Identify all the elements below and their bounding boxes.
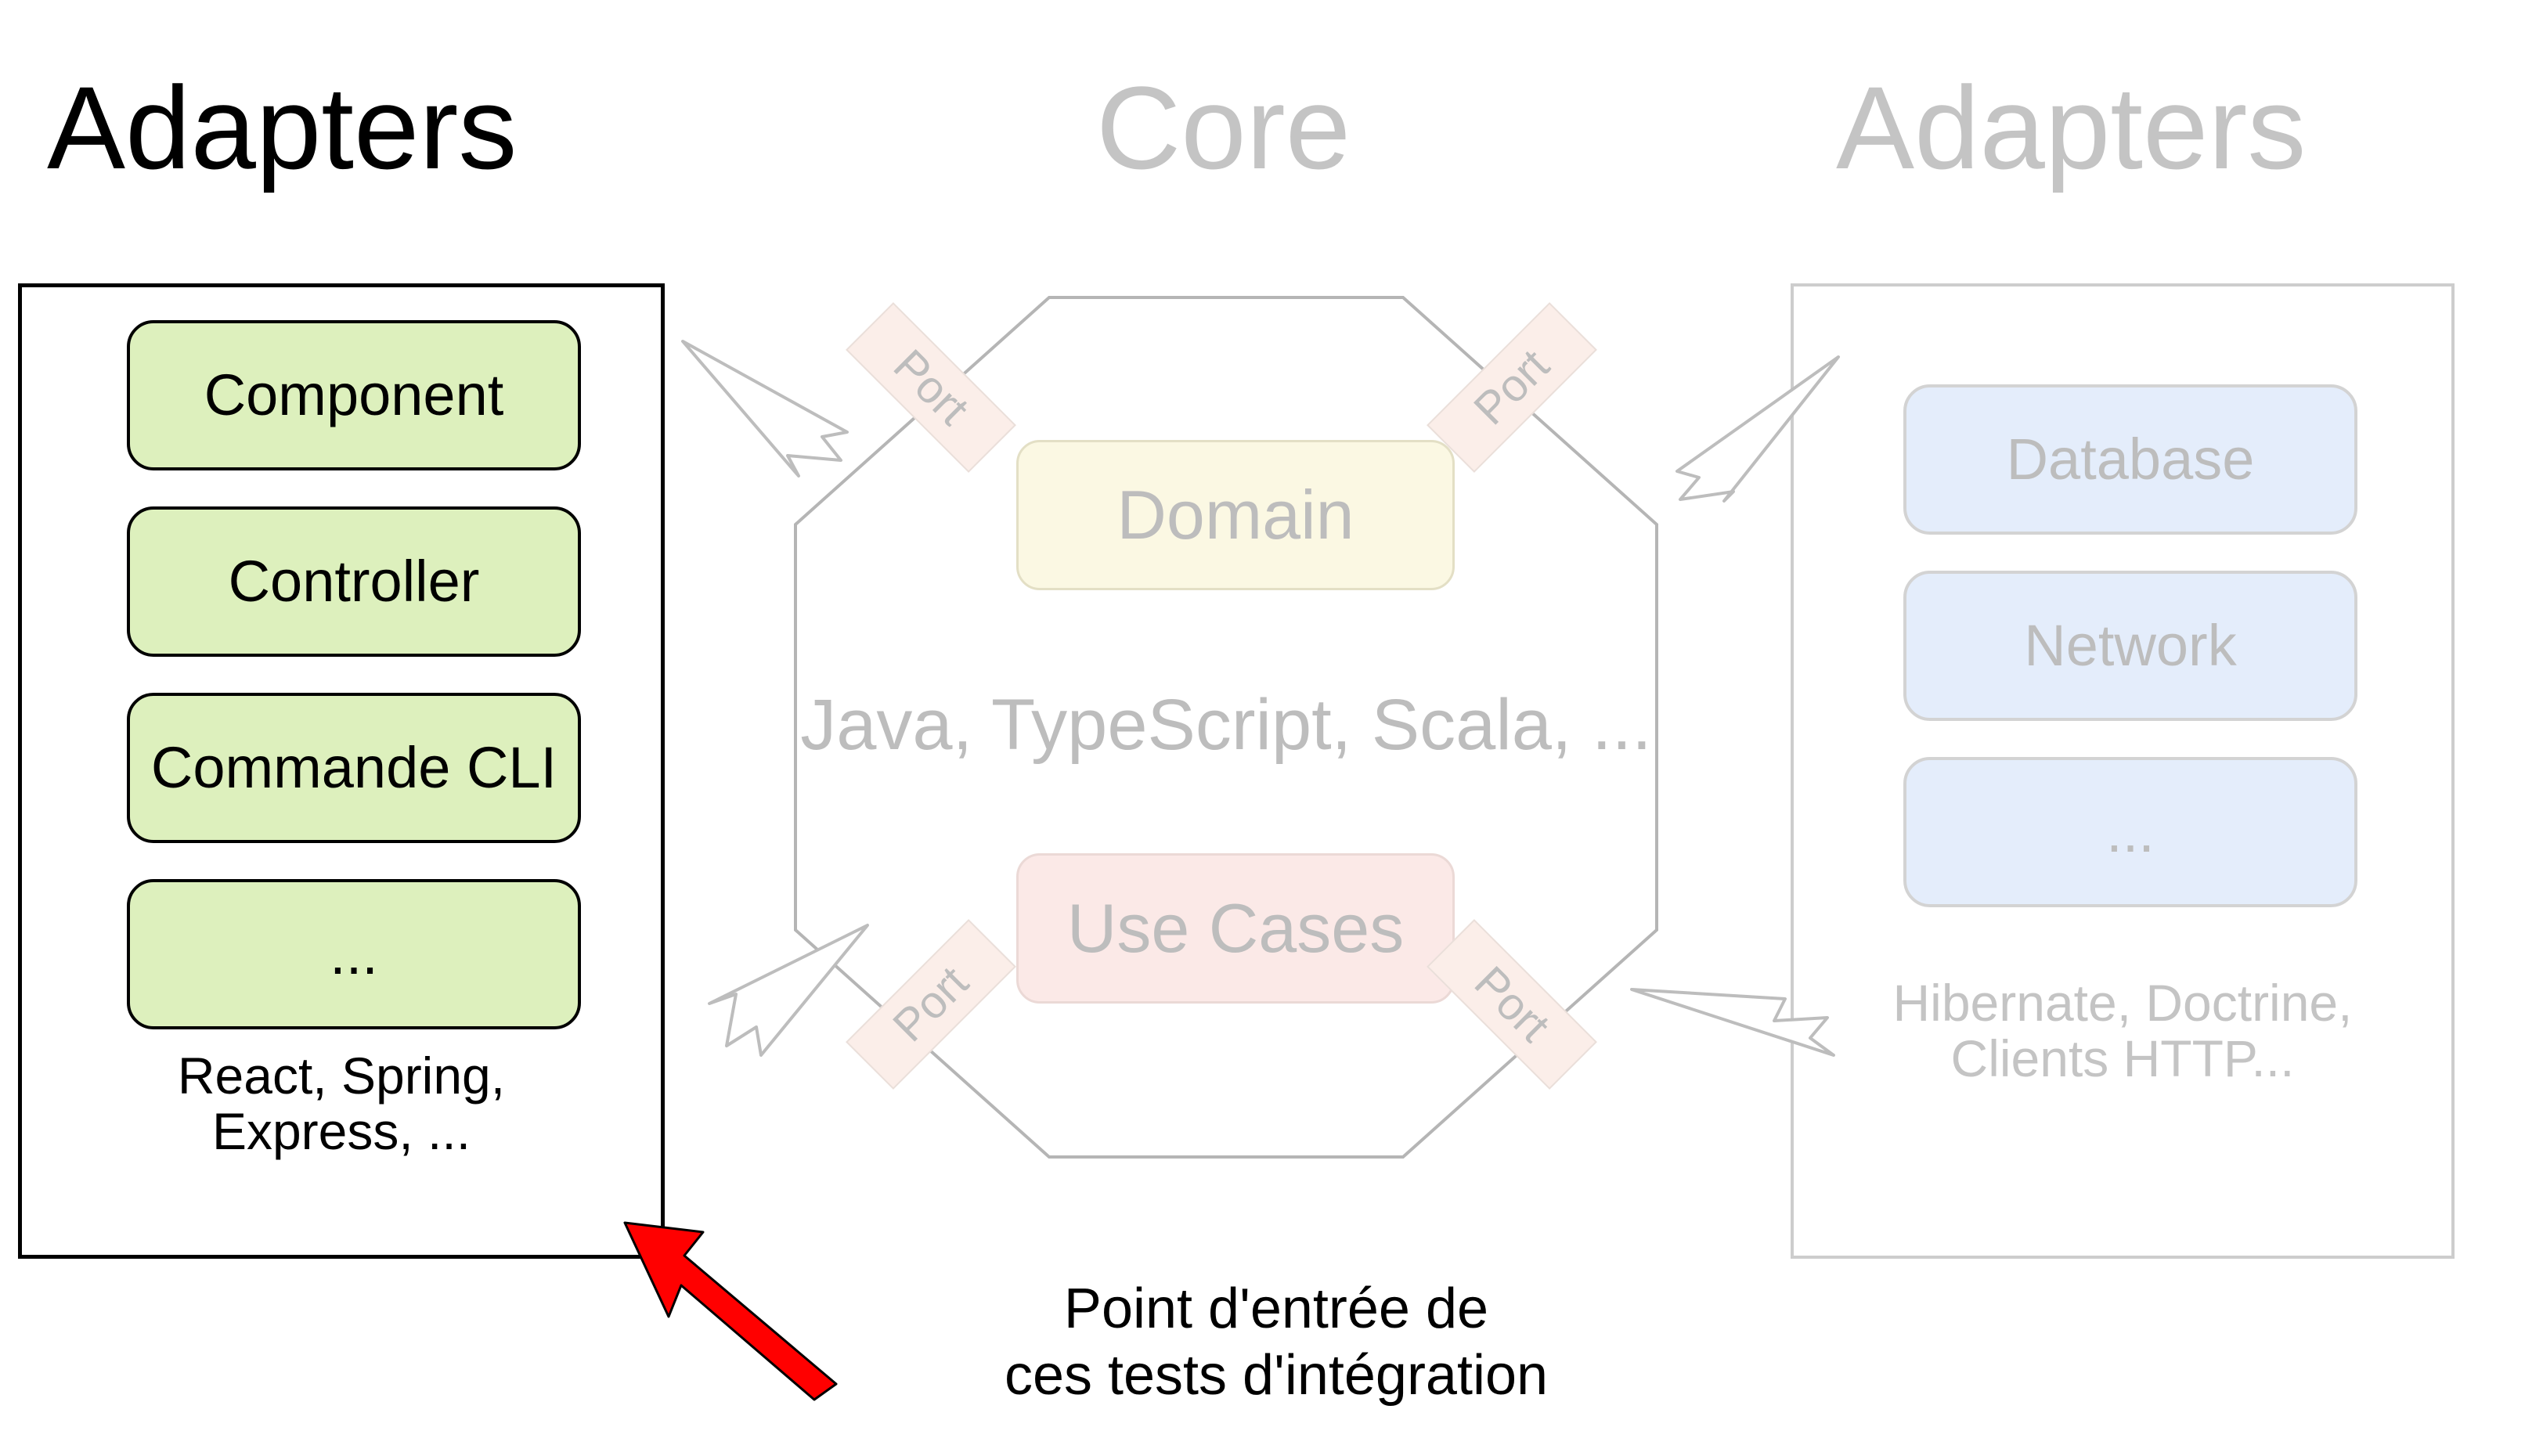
left-adapter-item-component: Component <box>127 320 581 470</box>
arrow-left-bottom-to-core <box>675 922 878 1071</box>
right-adapter-item-database: Database <box>1903 384 2357 535</box>
arrow-right-bottom-to-core <box>1629 917 1840 1066</box>
red-callout-arrow <box>619 1198 885 1401</box>
right-column-title: Adapters <box>1836 62 2307 193</box>
right-adapter-caption: Hibernate, Doctrine, Clients HTTP... <box>1892 974 2353 1088</box>
core-use-cases-box: Use Cases <box>1016 853 1455 1004</box>
left-adapter-caption: React, Spring, Express, ... <box>177 1047 506 1161</box>
left-adapter-panel: Component Controller Commande CLI ... Re… <box>18 283 665 1259</box>
callout-text: Point d'entrée de ces tests d'intégratio… <box>1004 1278 1549 1407</box>
left-adapter-item-ellipsis: ... <box>127 879 581 1029</box>
core-languages-label: Java, TypeScript, Scala, ... <box>800 685 1652 765</box>
arrow-left-top-to-core <box>680 338 883 479</box>
left-adapter-item-commande-cli: Commande CLI <box>127 693 581 843</box>
core-column-title: Core <box>1096 62 1351 193</box>
core-domain-box: Domain <box>1016 440 1455 590</box>
left-column-title: Adapters <box>47 62 518 193</box>
right-adapter-item-network: Network <box>1903 571 2357 721</box>
right-adapter-panel: Database Network ... Hibernate, Doctrine… <box>1791 283 2455 1259</box>
arrow-right-top-to-core <box>1636 354 1848 503</box>
left-adapter-item-controller: Controller <box>127 506 581 657</box>
right-adapter-item-ellipsis: ... <box>1903 757 2357 907</box>
